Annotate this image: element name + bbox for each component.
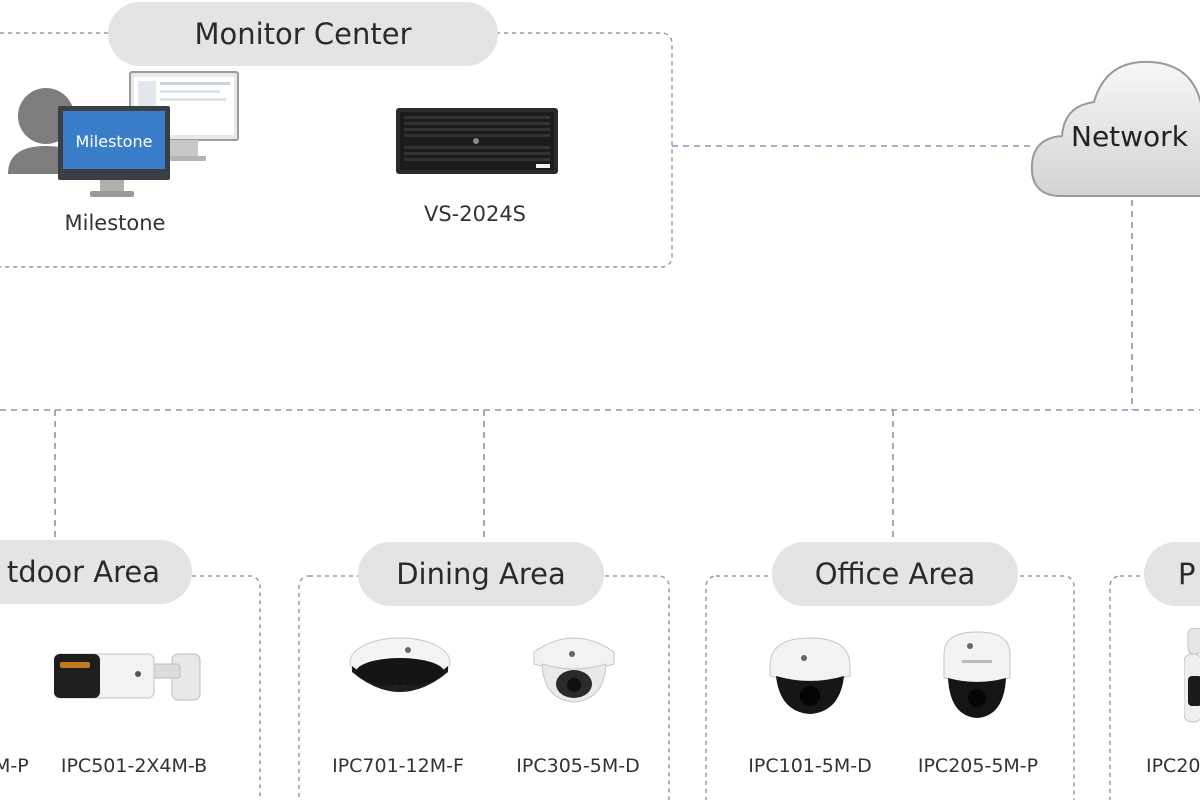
milestone-screen-text: Milestone [76,132,153,151]
outdoor-area-box [0,575,261,800]
workstation-icon: Milestone [8,71,239,197]
dining-area-box [298,575,670,800]
bullet-camera-icon [54,653,201,701]
nvr-server-icon [396,108,558,174]
cloud-icon [1030,60,1200,197]
office-dome-camera-1-icon [769,637,851,714]
network-label: Network [1071,120,1188,153]
parking-area-title: P [1144,542,1200,606]
milestone-label: Milestone [64,211,166,235]
dining-cam-2-label: IPC305-5M-D [516,755,640,777]
dining-cam-1-label: IPC701-12M-F [332,755,464,777]
office-cam-2-label: IPC205-5M-P [917,755,1039,777]
office-dome-camera-2-icon [943,631,1011,718]
parking-cam-1-label: IPC20 [1146,755,1200,777]
outdoor-cam-1-label: M-P [0,755,29,777]
dome-camera-icon [533,637,615,703]
outdoor-area-title: tdoor Area [0,540,192,604]
office-area-title: Office Area [772,542,1018,606]
fisheye-camera-icon [349,637,451,692]
outdoor-cam-2-label: IPC501-2X4M-B [60,755,208,777]
office-cam-1-label: IPC101-5M-D [748,755,872,777]
dining-area-title: Dining Area [358,542,604,606]
ptz-camera-icon [1184,628,1200,723]
monitor-center-title: Monitor Center [108,2,498,66]
vs-2024s-label: VS-2024S [423,202,527,226]
